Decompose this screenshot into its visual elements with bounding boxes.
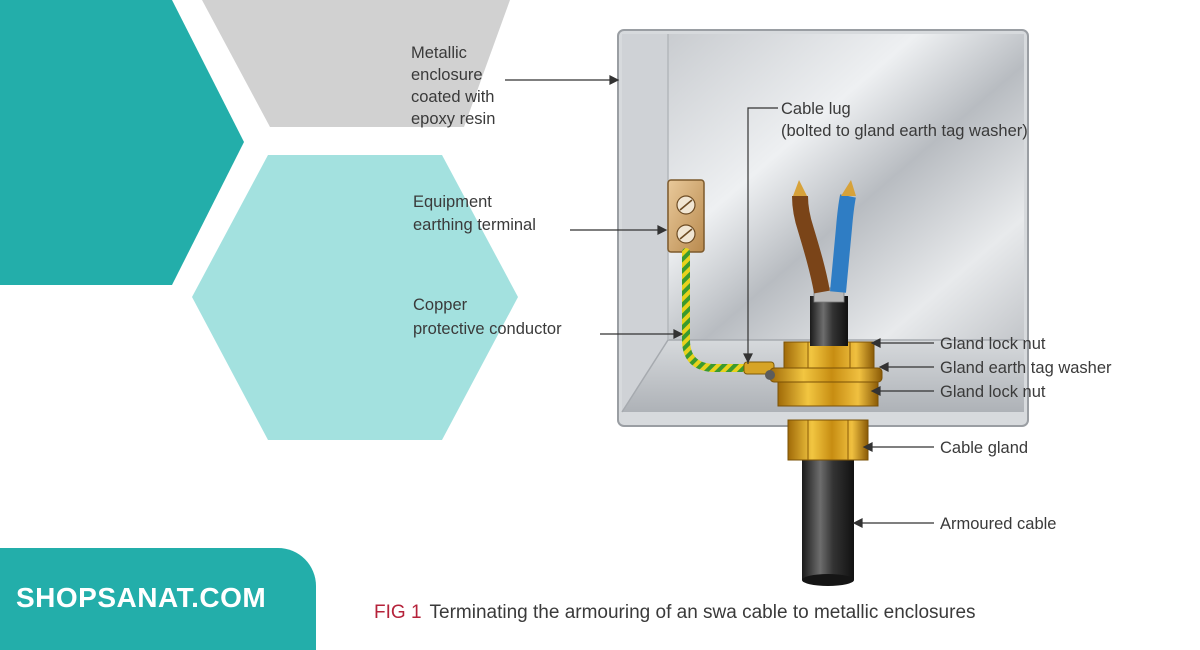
label-line: (bolted to gland earth tag washer)	[781, 122, 1028, 140]
label-metallic-enclosure: Metallic enclosure coated with epoxy res…	[411, 44, 499, 128]
label-line: Copper	[413, 296, 468, 314]
equipment-earthing-terminal	[667, 179, 705, 253]
figure-caption: FIG 1 Terminating the armouring of an swa…	[374, 602, 976, 623]
label-copper-conductor: Copper protective conductor	[413, 296, 562, 338]
label-cable-gland: Cable gland	[940, 439, 1028, 457]
label-line: earthing terminal	[413, 216, 536, 234]
label-gland-lock-nut-top: Gland lock nut	[940, 335, 1046, 353]
label-armoured-cable: Armoured cable	[940, 515, 1056, 533]
label-line: coated with	[411, 88, 494, 106]
brand-banner: SHOPSANAT.COM	[0, 548, 316, 650]
label-equipment-terminal: Equipment earthing terminal	[413, 193, 536, 234]
brown-core	[792, 195, 830, 294]
label-gland-earth-tag-washer: Gland earth tag washer	[940, 359, 1112, 377]
brand-text: SHOPSANAT.COM	[16, 582, 267, 613]
armoured-cable	[802, 452, 854, 580]
leader-lines	[505, 75, 934, 528]
inner-sheath	[810, 296, 848, 346]
brown-core-tip	[793, 180, 807, 196]
teal-hexagon-shape	[0, 0, 244, 285]
figure-caption-text: Terminating the armouring of an swa cabl…	[430, 602, 976, 623]
label-line: protective conductor	[413, 320, 562, 338]
figure-number: FIG 1	[374, 602, 422, 623]
label-line: Equipment	[413, 193, 492, 211]
label-line: Metallic	[411, 44, 467, 62]
label-cable-lug: Cable lug (bolted to gland earth tag was…	[781, 100, 1028, 140]
grey-hexagon-shape	[202, 0, 510, 127]
copper-protective-conductor	[682, 248, 756, 372]
label-gland-lock-nut-bottom: Gland lock nut	[940, 383, 1046, 401]
blue-core	[830, 194, 856, 293]
light-teal-hexagon-shape	[192, 155, 518, 440]
label-line: enclosure	[411, 66, 483, 84]
label-line: epoxy resin	[411, 110, 495, 128]
blue-core-tip	[841, 180, 856, 196]
metallic-enclosure	[617, 29, 1029, 427]
label-line: Cable lug	[781, 100, 851, 118]
